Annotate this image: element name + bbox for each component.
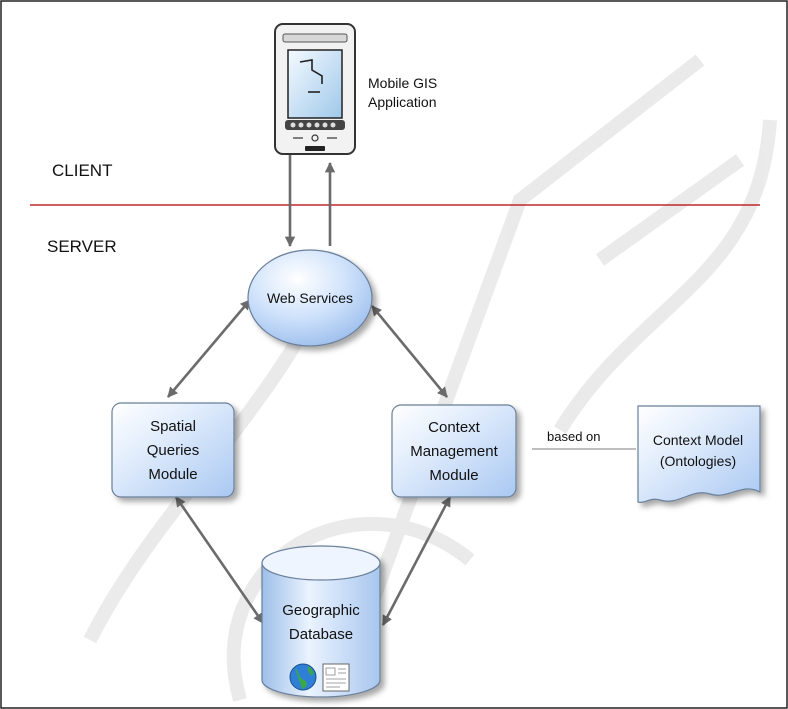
context-model-line1: Context Model <box>653 432 743 448</box>
context-module-line3: Module <box>429 467 478 484</box>
watermark <box>83 54 777 702</box>
document-icon <box>322 663 350 692</box>
context-module-line2: Management <box>410 443 498 460</box>
context-management-module: Context Management Module <box>391 404 517 498</box>
web-services-label: Web Services <box>267 290 353 306</box>
globe-icon <box>289 663 317 691</box>
context-model-document: Context Model (Ontologies) <box>637 405 761 503</box>
arrow-spatial-database <box>174 496 265 624</box>
spatial-module-line2: Queries <box>147 442 200 459</box>
arrow-context-database <box>381 496 452 626</box>
database-line1: Geographic <box>282 602 360 619</box>
spatial-module-line3: Module <box>148 466 197 483</box>
client-zone-label: CLIENT <box>52 161 112 180</box>
database-line2: Database <box>289 626 353 643</box>
context-module-line1: Context <box>428 419 481 436</box>
based-on-label: based on <box>547 429 601 444</box>
context-model-line2: (Ontologies) <box>660 453 736 469</box>
spatial-module-line1: Spatial <box>150 418 196 435</box>
arrow-web-spatial <box>167 299 251 398</box>
mobile-device-icon <box>274 23 356 155</box>
geographic-database <box>261 545 381 698</box>
spatial-queries-module: Spatial Queries Module <box>111 402 235 498</box>
app-label-line1: Mobile GIS <box>368 75 437 91</box>
server-zone-label: SERVER <box>47 237 117 256</box>
app-label-line2: Application <box>368 94 437 110</box>
arrow-web-context <box>370 305 449 398</box>
web-services-node: Web Services <box>247 249 373 347</box>
